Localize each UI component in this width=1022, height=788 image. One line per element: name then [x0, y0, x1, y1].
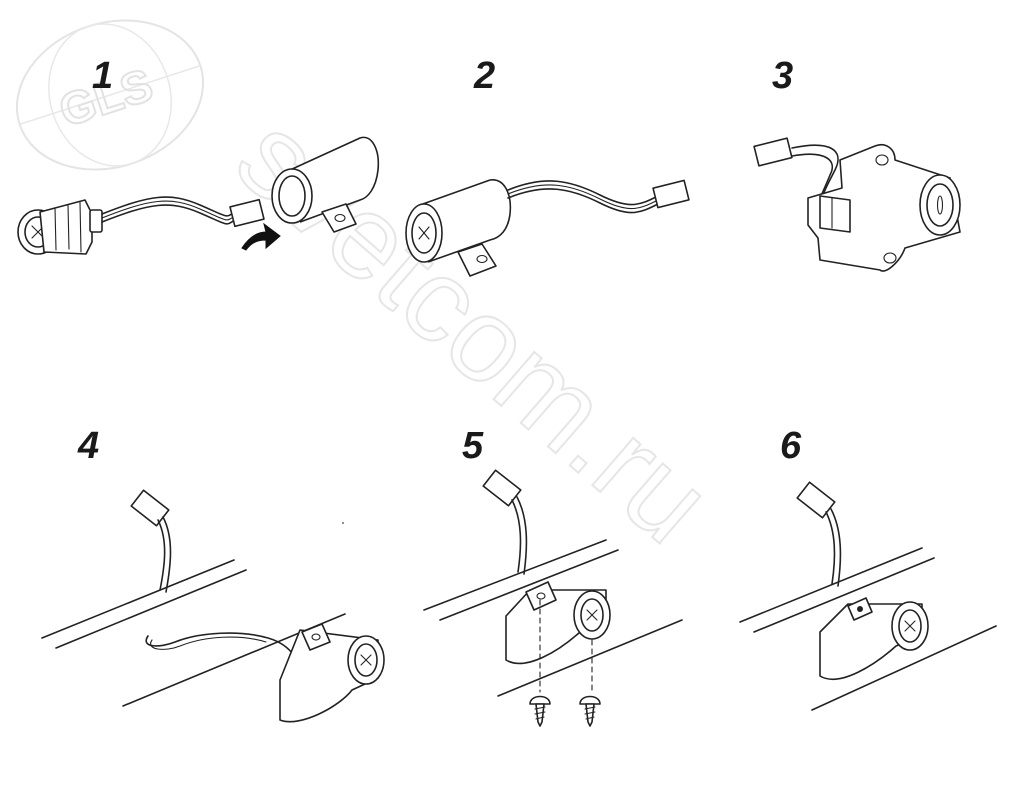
step-1-illustration	[17, 136, 380, 255]
step-2-illustration	[405, 179, 690, 277]
connector-icon	[482, 469, 522, 507]
step-3-illustration	[753, 137, 961, 272]
step-5-illustration	[423, 469, 683, 727]
arrow-icon	[241, 222, 281, 251]
connector-icon	[229, 198, 265, 228]
step-2-number: 2	[473, 55, 495, 97]
connector-icon	[796, 481, 836, 519]
step-1-number: 1	[92, 55, 113, 97]
screw-icon	[529, 695, 551, 727]
step-4-illustration	[41, 489, 385, 723]
connector-icon	[753, 137, 793, 167]
step-4-number: 4	[77, 425, 99, 467]
connector-icon	[130, 489, 170, 527]
step-3-number: 3	[772, 55, 793, 97]
connector-icon	[652, 179, 690, 209]
switch-head-icon	[17, 199, 103, 255]
screw-icon	[579, 695, 601, 727]
step-5-number: 5	[462, 425, 484, 467]
housing	[271, 136, 380, 233]
step-6-number: 6	[780, 425, 802, 467]
watermark-site-text: svetcom.ru	[213, 90, 735, 568]
step-6-illustration	[739, 481, 997, 711]
